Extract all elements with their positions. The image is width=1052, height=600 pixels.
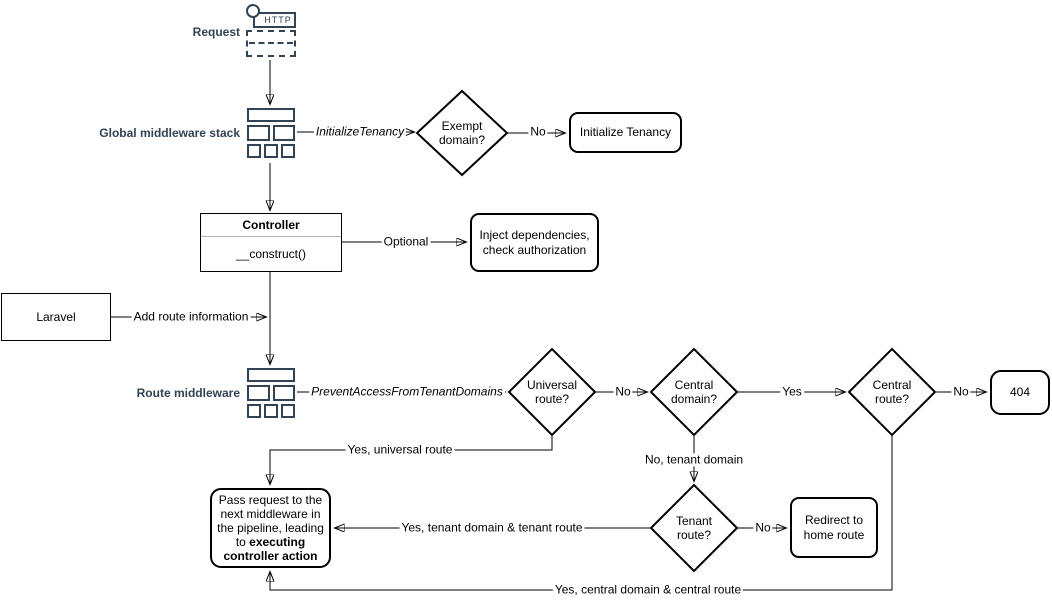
pass-request-box: Pass request to the next middleware in t… xyxy=(210,488,331,568)
edge-label-no-central-route: No xyxy=(951,384,971,399)
edge-label-prevent-access: PreventAccessFromTenantDomains xyxy=(309,384,505,399)
laravel-text: Laravel xyxy=(36,309,76,324)
request-body-divider xyxy=(249,42,293,44)
universal-route-text: Universal route? xyxy=(526,377,578,406)
stack-row-2 xyxy=(247,125,295,141)
http-label: HTTP xyxy=(264,14,292,25)
stack-cell xyxy=(272,385,295,401)
404-box: 404 xyxy=(990,370,1050,415)
http-request-icon: HTTP xyxy=(246,4,296,57)
decision-universal-route xyxy=(507,347,597,437)
inject-dependencies-text: Inject dependencies, check authorization xyxy=(479,228,590,257)
inject-dependencies-box: Inject dependencies, check authorization xyxy=(470,213,599,272)
stack-row-3 xyxy=(247,144,295,158)
edge-label-no-tenant-domain: No, tenant domain xyxy=(642,452,746,467)
global-middleware-stack-label: Global middleware stack xyxy=(99,126,240,140)
redirect-home-box: Redirect to home route xyxy=(790,497,878,558)
decision-central-route xyxy=(847,347,937,437)
central-route-text: Central route? xyxy=(872,377,912,406)
request-label: Request xyxy=(192,25,240,39)
edge-label-no-exempt: No xyxy=(528,124,548,139)
edge-label-yes-central: Yes, central domain & central route xyxy=(552,582,744,597)
edge-label-optional: Optional xyxy=(381,234,431,249)
controller-title: Controller xyxy=(201,214,341,237)
stack-row-1 xyxy=(247,368,295,382)
stack-cell xyxy=(281,144,295,158)
stack-cell xyxy=(264,144,278,158)
edge-label-no-tenant-route: No xyxy=(753,520,773,535)
stack-cell xyxy=(247,368,295,382)
stack-cell xyxy=(247,385,270,401)
stack-cell xyxy=(247,144,261,158)
edge-label-add-route-information: Add route information xyxy=(131,309,251,324)
pass-request-bold: executing controller action xyxy=(223,535,318,564)
tenant-route-text: Tenant route? xyxy=(675,513,713,542)
edge-label-yes-central-domain: Yes xyxy=(780,384,804,399)
laravel-box: Laravel xyxy=(1,293,111,341)
controller-constructor: __construct() xyxy=(235,247,307,261)
exempt-domain-text: Exempt domain? xyxy=(438,118,486,147)
decision-central-domain xyxy=(649,347,739,437)
edge-label-no-universal: No xyxy=(613,384,633,399)
404-text: 404 xyxy=(1009,385,1031,400)
pass-request-text: Pass request to the next middleware in t… xyxy=(215,493,326,564)
stack-cell xyxy=(281,404,295,418)
route-middleware-label: Route middleware xyxy=(136,386,240,400)
redirect-home-text: Redirect to home route xyxy=(803,513,865,542)
edge-label-yes-universal-route: Yes, universal route xyxy=(345,442,455,457)
middleware-stack-icon xyxy=(247,108,295,158)
stack-row-1 xyxy=(247,108,295,122)
stack-cell xyxy=(272,125,295,141)
initialize-tenancy-text: Initialize Tenancy xyxy=(579,125,672,140)
central-domain-text: Central domain? xyxy=(670,377,718,406)
initialize-tenancy-box: Initialize Tenancy xyxy=(569,112,682,153)
stack-row-3 xyxy=(247,404,295,418)
stack-cell xyxy=(247,108,295,122)
decision-exempt-domain xyxy=(415,89,509,177)
stack-cell xyxy=(247,404,261,418)
stack-cell xyxy=(247,125,270,141)
edge-label-initialize-tenancy: InitializeTenancy xyxy=(313,124,407,139)
request-body-shape xyxy=(246,30,296,57)
controller-class-box: Controller __construct() xyxy=(200,213,342,272)
decision-tenant-route xyxy=(649,483,739,573)
stack-row-2 xyxy=(247,385,295,401)
http-header-shape: HTTP xyxy=(253,12,296,28)
middleware-stack-icon xyxy=(247,368,295,418)
edge-label-yes-tenant: Yes, tenant domain & tenant route xyxy=(399,520,585,535)
request-circle-glyph xyxy=(246,4,260,18)
stack-cell xyxy=(264,404,278,418)
pass-request-normal: Pass request to the next middleware in t… xyxy=(217,492,324,550)
